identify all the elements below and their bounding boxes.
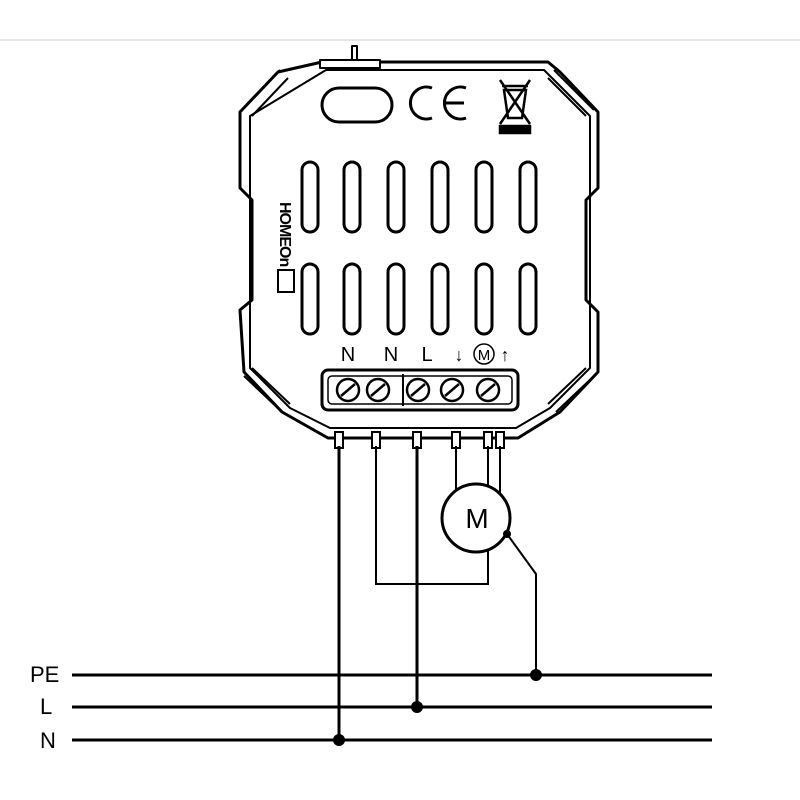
junction-l [411, 701, 423, 713]
corner-clip-tl [243, 69, 289, 117]
terminal-label-motor: M [478, 347, 491, 364]
bus-lines: PE L N [30, 662, 712, 753]
device-body-outline [238, 60, 600, 440]
terminal-screw-slot [410, 383, 426, 397]
terminal-screw-slot [444, 383, 460, 397]
terminal-label-n1: N [341, 344, 355, 366]
junction-pe [530, 669, 542, 681]
top-slot [319, 59, 381, 69]
terminal-label-l: L [421, 344, 432, 366]
terminal-pin [495, 431, 505, 449]
wiring [337, 446, 537, 740]
vent-slot [386, 160, 406, 234]
terminal-block-inner [327, 375, 513, 405]
wire-motor-pe [506, 533, 537, 675]
terminal-label-n2: N [384, 344, 398, 366]
terminal-label-down-arrow: ↓ [455, 345, 464, 365]
terminal-pin [451, 431, 461, 449]
corner-clip-tr [547, 69, 595, 117]
terminal-pin [412, 431, 422, 449]
terminal-label-up-arrow: ↑ [501, 345, 510, 365]
ce-mark [409, 85, 467, 121]
terminal-block [320, 368, 520, 412]
terminal-pin [334, 431, 344, 449]
terminal-screw [475, 377, 501, 403]
motor-circle [440, 482, 512, 554]
terminal-screw [439, 377, 465, 403]
bus-label-l: L [40, 694, 52, 719]
bus-label-n: N [40, 728, 56, 753]
vent-slot [342, 262, 362, 336]
terminal-screw [365, 377, 391, 403]
terminal-screw-slot [370, 383, 386, 397]
terminal-block-outer [320, 368, 520, 412]
terminal-pin [483, 431, 493, 449]
vent-slot [342, 160, 362, 234]
junctions [333, 669, 542, 746]
brand-logo: HOMEOn [276, 202, 295, 293]
vent-slot [430, 160, 450, 234]
vent-slot [518, 262, 538, 336]
corner-clip-bl [243, 367, 291, 413]
terminal-labels: N N L ↓ M ↑ [341, 343, 510, 366]
vent-slot [386, 262, 406, 336]
terminal-screw [335, 377, 361, 403]
motor: M [440, 482, 512, 554]
motor-pe-node [503, 530, 511, 538]
bus-label-pe: PE [30, 662, 59, 687]
terminal-motor-circle [473, 343, 495, 365]
vent-slot [518, 160, 538, 234]
vent-slot [474, 262, 494, 336]
terminal-screw-slot [340, 383, 356, 397]
terminal-screw-slot [480, 383, 496, 397]
vent-slot [474, 160, 494, 234]
device-module [238, 45, 600, 440]
ventilation-slots [300, 160, 538, 336]
device-plate-outline [249, 69, 591, 429]
terminal-screw [405, 377, 431, 403]
junction-n [333, 734, 345, 746]
terminal-pin [371, 431, 381, 449]
terminal-pins [334, 431, 505, 449]
logo-mark [277, 269, 295, 293]
corner-clip-br [547, 367, 595, 413]
motor-label: M [465, 503, 488, 534]
weee-bin-icon [498, 79, 532, 135]
vent-slot [430, 262, 450, 336]
vent-slot [300, 262, 320, 336]
reset-button [320, 86, 394, 124]
logo-text: HOMEOn [276, 202, 293, 266]
vent-slot [300, 160, 320, 234]
